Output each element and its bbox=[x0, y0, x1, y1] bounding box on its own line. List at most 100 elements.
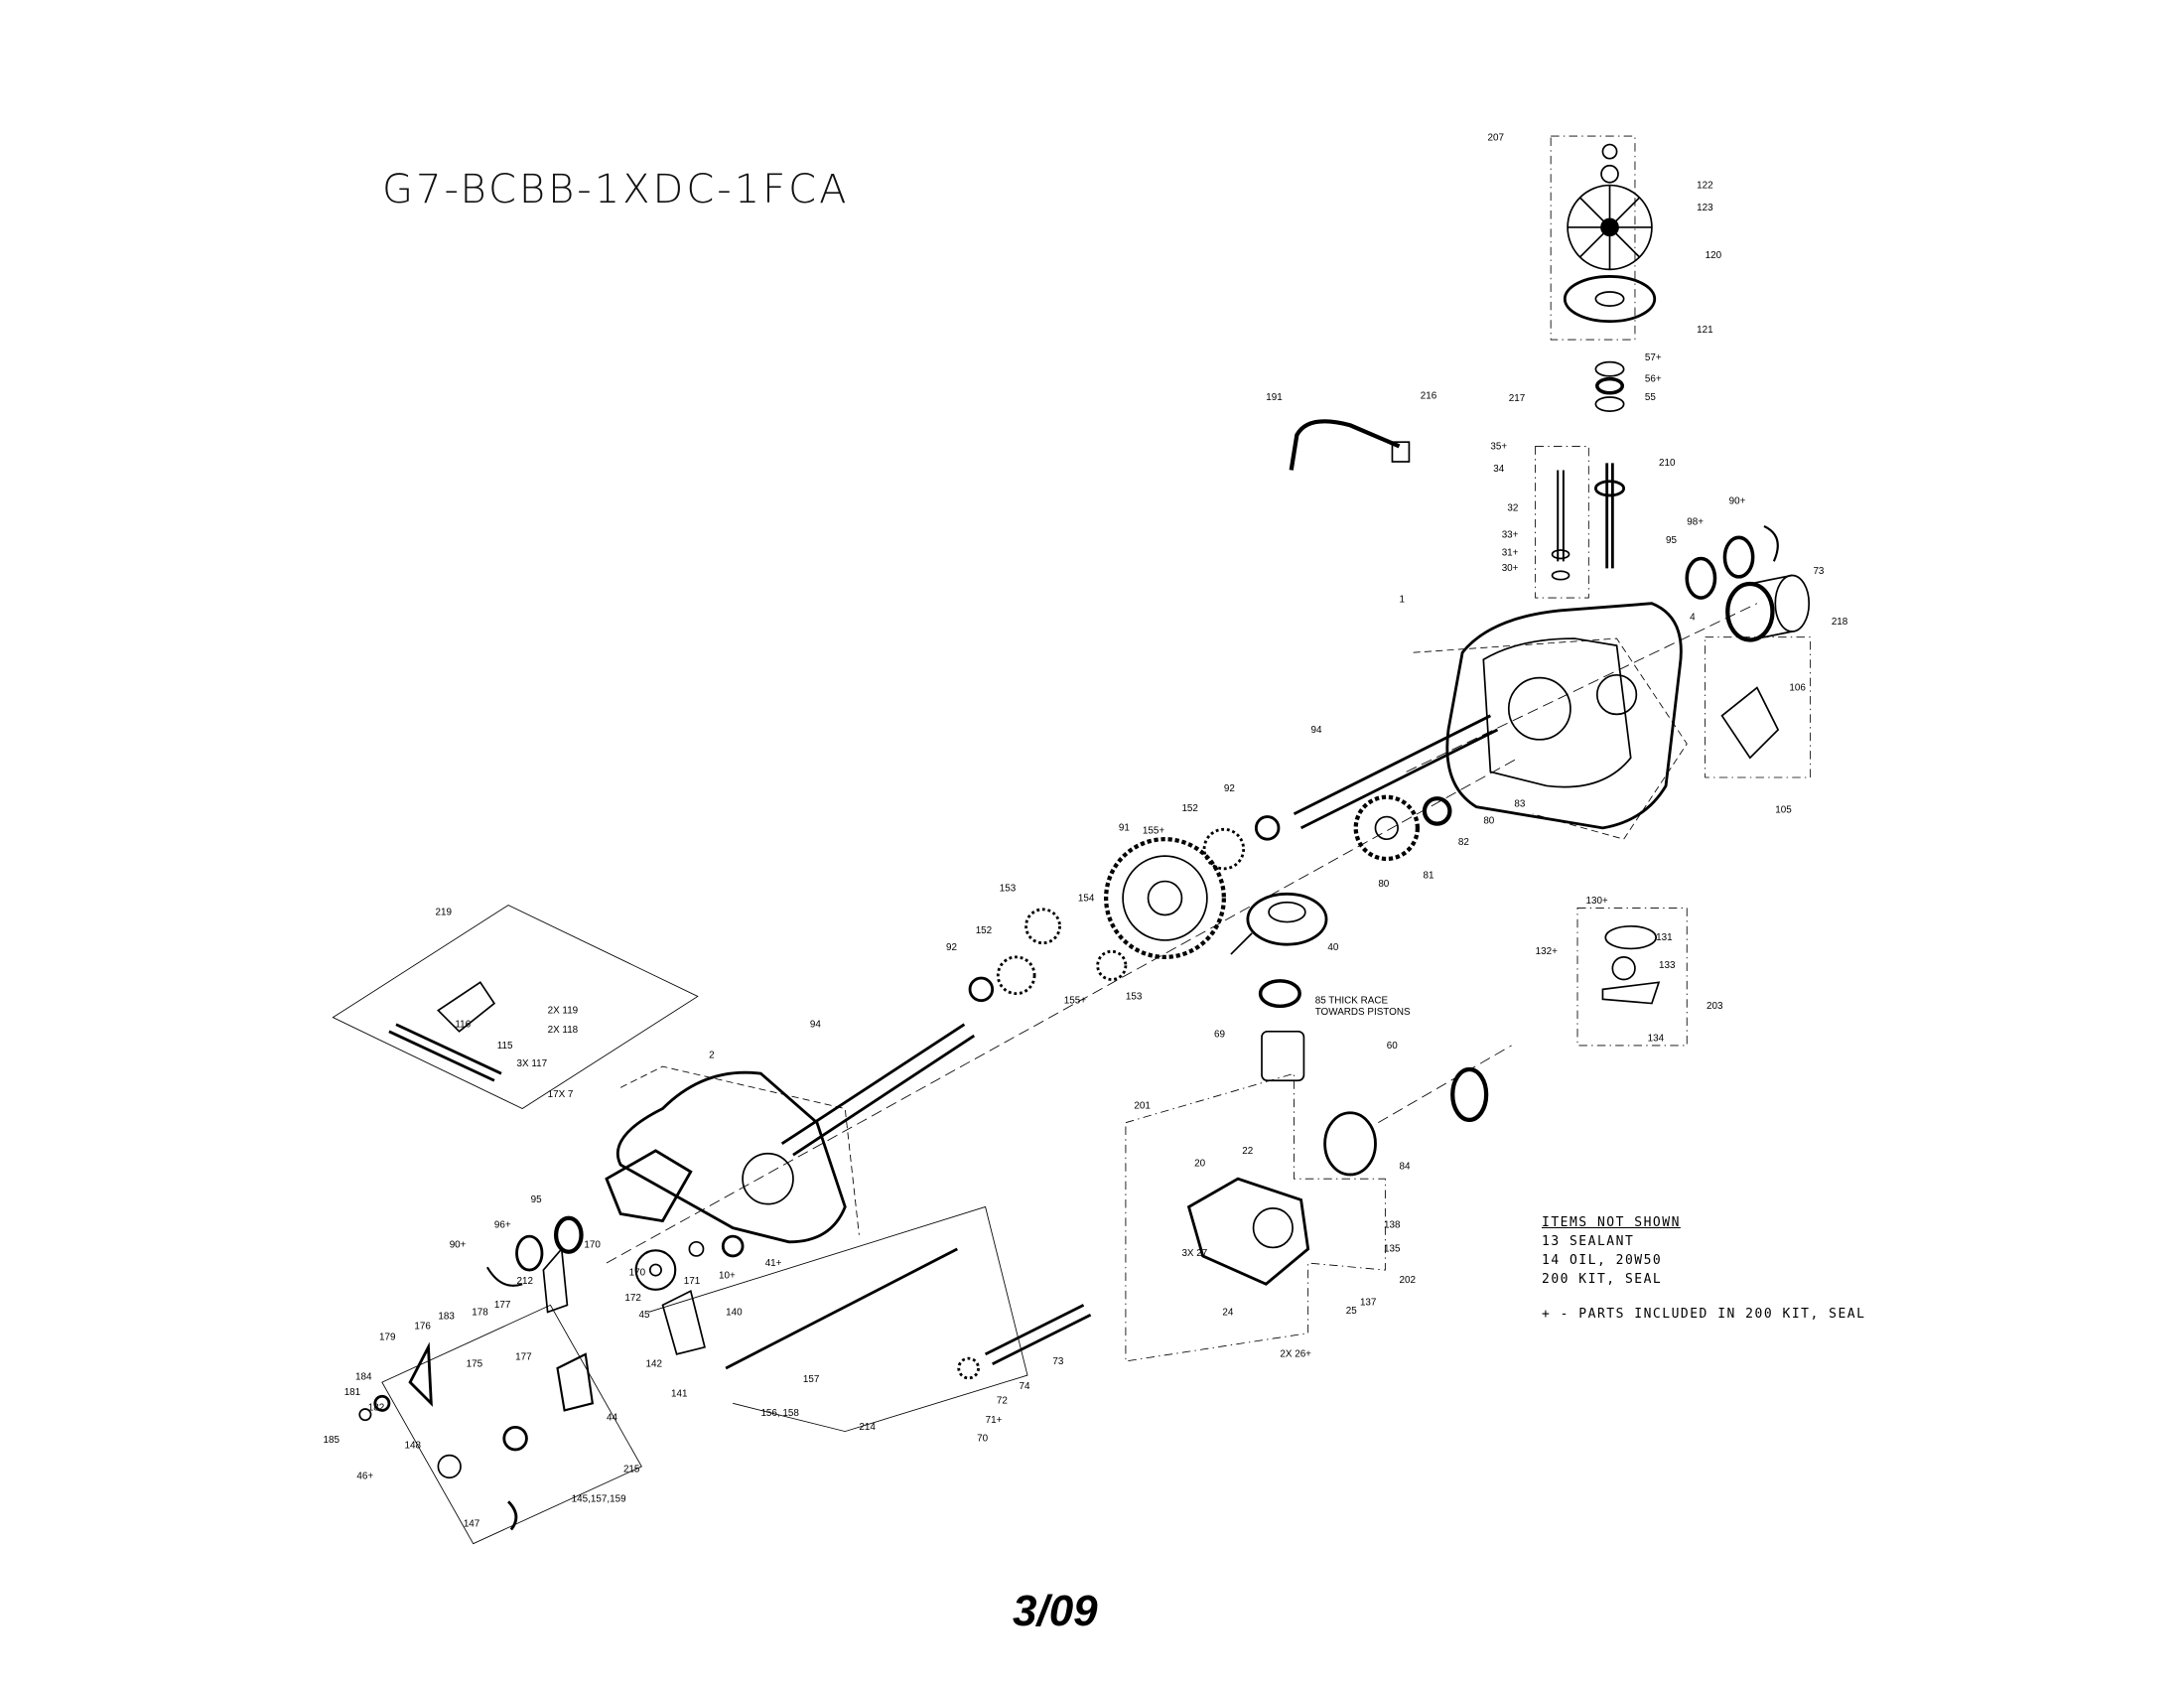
callout-label: 35+ bbox=[1490, 441, 1507, 452]
callout-label: 2X 119 bbox=[548, 1005, 579, 1016]
callout-label: 131 bbox=[1656, 932, 1673, 943]
gear-81-drawing bbox=[1353, 794, 1421, 862]
callout-label: 45 bbox=[638, 1310, 649, 1321]
linkage-group-box bbox=[332, 905, 699, 1110]
callout-label: 82 bbox=[1458, 837, 1469, 848]
callout-label: 105 bbox=[1775, 804, 1792, 815]
fan-drawing bbox=[1567, 184, 1653, 271]
callout-label: 148 bbox=[404, 1441, 421, 1452]
control-group-box bbox=[648, 1205, 1028, 1433]
callout-label: 92 bbox=[946, 942, 957, 953]
callout-label: 176 bbox=[414, 1321, 431, 1332]
callout-label: 2X 26+ bbox=[1280, 1349, 1311, 1360]
callout-label: 25 bbox=[1346, 1306, 1357, 1317]
callout-label: 155+ bbox=[1143, 826, 1164, 837]
callout-label: 182 bbox=[368, 1402, 384, 1413]
callout-label: 32 bbox=[1507, 502, 1518, 513]
callout-label: 92 bbox=[1224, 783, 1235, 794]
control-rod-drawing bbox=[725, 1247, 958, 1370]
callout-label: 10+ bbox=[719, 1271, 736, 1282]
callout-label: 56+ bbox=[1645, 373, 1662, 384]
callout-label: 40 bbox=[1327, 942, 1338, 953]
callout-label: 3X 117 bbox=[517, 1058, 548, 1069]
rear-housing-drawing bbox=[615, 1070, 847, 1244]
callout-label: 212 bbox=[517, 1276, 533, 1287]
callout-label: 73 bbox=[1813, 566, 1824, 577]
callout-label: 130+ bbox=[1585, 896, 1607, 907]
note-item: 14 OIL, 20W50 bbox=[1542, 1253, 1663, 1268]
callout-label: 41+ bbox=[765, 1258, 782, 1269]
axle-shaft-lower-drawing bbox=[780, 1023, 976, 1157]
brake-drum-drawing bbox=[1725, 574, 1811, 642]
model-number-title: G7-BCBB-1XDC-1FCA bbox=[382, 167, 850, 212]
fan-group-box bbox=[1550, 135, 1636, 341]
callout-label: 80 bbox=[1378, 879, 1389, 890]
callout-label: 24 bbox=[1222, 1307, 1233, 1318]
callout-label: 84 bbox=[1400, 1161, 1411, 1172]
callout-label: 96+ bbox=[494, 1220, 511, 1231]
callout-label: 20 bbox=[1194, 1158, 1205, 1169]
callout-label: 22 bbox=[1242, 1146, 1253, 1157]
callout-label: 34 bbox=[1493, 464, 1504, 475]
callout-label: 219 bbox=[436, 907, 453, 917]
callout-label: 216 bbox=[1421, 390, 1437, 401]
center-section-drawing bbox=[1246, 892, 1328, 946]
pulley-drawing bbox=[1563, 275, 1657, 324]
callout-label: 178 bbox=[472, 1307, 488, 1318]
callout-label: 214 bbox=[859, 1422, 876, 1433]
callout-label: 121 bbox=[1697, 325, 1713, 336]
callout-label: 170 bbox=[584, 1239, 601, 1250]
callout-label: 135 bbox=[1384, 1244, 1401, 1255]
callout-label: 120 bbox=[1706, 250, 1722, 261]
charge-pump-group-box bbox=[1576, 908, 1688, 1047]
callout-label: TOWARDS PISTONS bbox=[1315, 1007, 1411, 1018]
items-not-shown-heading: ITEMS NOT SHOWN bbox=[1542, 1215, 1681, 1230]
callout-label: 1 bbox=[1400, 594, 1406, 605]
callout-label: 72 bbox=[997, 1395, 1008, 1406]
callout-label: 74 bbox=[1020, 1381, 1030, 1392]
callout-label: 115 bbox=[497, 1041, 513, 1052]
callout-label: 116 bbox=[455, 1020, 471, 1031]
callout-label: 95 bbox=[1666, 535, 1677, 546]
callout-label: 31+ bbox=[1502, 548, 1519, 559]
callout-label: 106 bbox=[1789, 682, 1806, 693]
callout-label: 156, 158 bbox=[760, 1408, 799, 1419]
callout-label: 138 bbox=[1384, 1220, 1401, 1231]
motor-group-box bbox=[1125, 1072, 1386, 1362]
callout-label: 201 bbox=[1134, 1101, 1151, 1112]
callout-label: 152 bbox=[976, 925, 992, 936]
axle-shaft-upper-drawing bbox=[1293, 714, 1499, 830]
callout-label: 202 bbox=[1400, 1275, 1416, 1286]
callout-label: 175 bbox=[467, 1359, 483, 1370]
callout-label: 3X 27 bbox=[1181, 1248, 1207, 1259]
callout-label: 140 bbox=[726, 1307, 743, 1318]
callout-label: 141 bbox=[671, 1388, 688, 1399]
callout-label: 4 bbox=[1690, 613, 1696, 624]
callout-label: 170 bbox=[629, 1268, 646, 1279]
callout-label: 73 bbox=[1052, 1356, 1063, 1367]
callout-label: 185 bbox=[323, 1435, 340, 1446]
callout-label: 137 bbox=[1360, 1297, 1376, 1308]
callout-label: 95 bbox=[531, 1194, 542, 1205]
callout-label: 132+ bbox=[1536, 946, 1558, 957]
callout-label: 181 bbox=[344, 1387, 361, 1398]
callout-label: 46+ bbox=[356, 1472, 373, 1482]
note-item: 200 KIT, SEAL bbox=[1542, 1272, 1663, 1287]
note-item: 13 SEALANT bbox=[1542, 1234, 1635, 1249]
callout-label: 57+ bbox=[1645, 352, 1662, 363]
bypass-group-box bbox=[1535, 446, 1589, 599]
callout-label: 94 bbox=[810, 1020, 821, 1031]
callout-label: 60 bbox=[1387, 1041, 1398, 1052]
callout-label: 210 bbox=[1659, 458, 1676, 469]
callout-label: 33+ bbox=[1502, 529, 1519, 540]
callout-label: 94 bbox=[1310, 725, 1321, 736]
callout-label: 70 bbox=[977, 1433, 988, 1444]
callout-label: 133 bbox=[1659, 960, 1676, 971]
callout-label: 80 bbox=[1483, 816, 1494, 827]
callout-label: 122 bbox=[1697, 180, 1712, 191]
callout-label: 134 bbox=[1648, 1034, 1665, 1045]
brake-group-box bbox=[381, 1304, 642, 1545]
callout-label: 83 bbox=[1514, 799, 1525, 810]
callout-label: 172 bbox=[624, 1293, 640, 1304]
